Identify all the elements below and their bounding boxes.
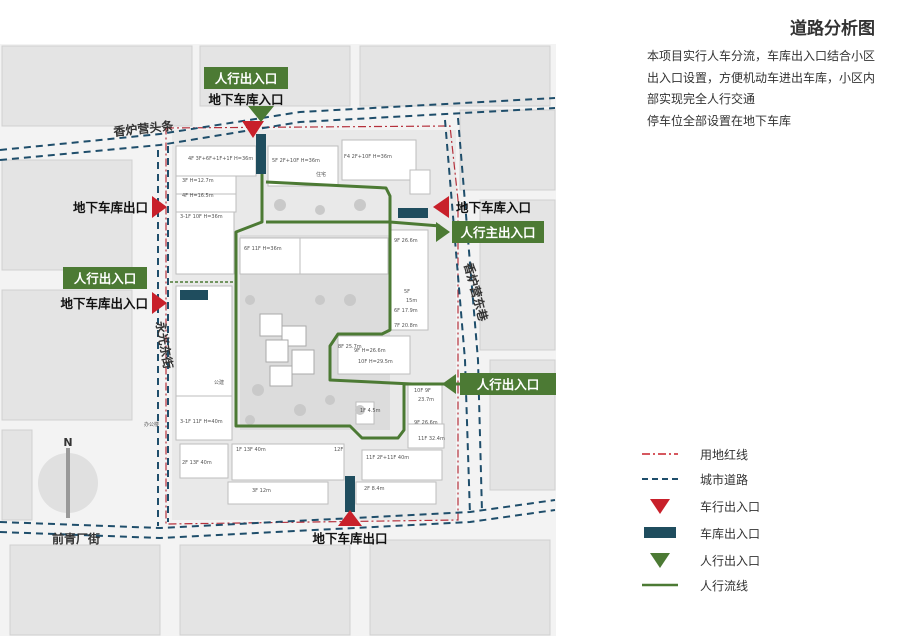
building-label: 15m [406, 298, 417, 304]
building-annotations: 4F 3F+6F+1F+1F H=36m 3F H=12.7m 4F H=16.… [144, 154, 445, 494]
legend-item-vehicle: 车行出入口 [640, 496, 840, 516]
pedestrian-entrance-markers [248, 106, 456, 394]
garage-entry-top-label: 地下车库入口 [208, 92, 283, 107]
compass: N [38, 436, 98, 518]
description-line: 停车位全部设置在地下车库 [647, 113, 792, 128]
boundary-line-icon [642, 453, 678, 455]
ped-left-label: 人行出入口 [74, 271, 137, 286]
description-line: 部实现完全人行交通 [647, 92, 756, 106]
building-label: 5F 2F+10F H=36m [272, 158, 320, 164]
compass-n: N [63, 436, 72, 449]
building-label: 2F 8.4m [364, 486, 385, 492]
building-label: 4F 3F+6F+1F+1F H=36m [188, 156, 253, 162]
building-label: F4 2F+10F H=36m [344, 154, 392, 160]
ped-main-right-label-box [452, 221, 544, 243]
city-roads [0, 97, 556, 540]
legend-item-pedestrian: 人行出入口 [640, 550, 840, 570]
legend-item-flow: 人行流线 [640, 575, 840, 595]
building-label: 12F [334, 447, 343, 453]
page-title: 道路分析图 [790, 19, 875, 39]
garage-ramps [180, 134, 428, 512]
building-label: 办公楼 [144, 421, 159, 428]
building-label: 2F 13F 40m [182, 460, 212, 466]
garage-io-left-label: 地下车库出入口 [60, 296, 148, 311]
building-label: 6F 17.9m [394, 308, 418, 314]
building-label: 3-1F 10F H=36m [180, 214, 223, 220]
vehicle-entrance-icon [650, 499, 670, 514]
legend-label: 车行出入口 [700, 500, 761, 514]
legend-label: 人行出入口 [700, 554, 761, 568]
description: 本项目实行人车分流，车库出入口结合小区 出入口设置，方便机动车进出车库，小区内 … [647, 46, 887, 132]
building-label: 公建 [214, 379, 224, 386]
legend-item-boundary: 用地红线 [640, 444, 840, 464]
building-label: 6F 11F H=36m [244, 246, 282, 252]
legend-item-road: 城市道路 [640, 469, 840, 489]
building-label: 3-1F 11F H=40m [180, 419, 223, 425]
vehicle-entrance-markers [152, 121, 449, 526]
legend-item-garage: 车库出入口 [640, 523, 840, 543]
building-label: 住宅 [316, 171, 326, 178]
trees [245, 199, 366, 425]
legend-label: 用地红线 [700, 448, 749, 462]
legend-label: 人行流线 [700, 579, 749, 593]
building-label: 9F 26.6m [414, 420, 438, 426]
building-label: 1F 4.5m [360, 408, 381, 414]
ped-left-label-box [63, 267, 147, 289]
building-label: 3F H=12.7m [182, 178, 214, 184]
building-label: 11F 32.4m [418, 436, 445, 442]
street-north: 香炉营头条 [112, 118, 175, 139]
description-line: 出入口设置，方便机动车进出车库，小区内 [647, 70, 876, 85]
garage-exit-bottom-label: 地下车库出口 [312, 531, 387, 546]
ped-right-label: 人行出入口 [477, 377, 540, 392]
legend-label: 车库出入口 [700, 527, 761, 541]
building-label: 3F 12m [252, 488, 271, 494]
city-road-icon [642, 478, 678, 480]
garage-entrance-icon [644, 527, 676, 538]
building-label: 9F 26.6m [394, 238, 418, 244]
legend-label: 城市道路 [700, 473, 749, 487]
building-label: 9F H=26.6m [354, 348, 386, 354]
building-label: 10F H=29.5m [358, 359, 393, 365]
site-plan-map: 人行出入口 地下车库入口 地下车库出口 人行出入口 地下车库出入口 地下车库入口… [0, 44, 556, 636]
ped-right-label-box [460, 373, 556, 395]
building-label: 7F 20.8m [394, 323, 418, 329]
building-label: 10F 9F [414, 388, 431, 394]
buildings [175, 139, 445, 505]
garage-entry-right-label: 地下车库入口 [456, 200, 531, 215]
street-south: 前青厂街 [52, 531, 100, 546]
building-label: 11F 2F+11F 40m [366, 455, 409, 461]
building-label: 4F H=16.5m [182, 193, 214, 199]
building-label: 5F [404, 289, 410, 295]
ped-top-label-box [204, 67, 288, 89]
pedestrian-flow-icon [642, 583, 678, 587]
ped-top-label: 人行出入口 [215, 71, 278, 86]
central-pavilion [259, 313, 315, 387]
building-label: 8F 25.7m [338, 344, 362, 350]
description-line: 本项目实行人车分流，车库出入口结合小区 [647, 49, 876, 63]
pedestrian-entrance-icon [650, 553, 670, 568]
ped-main-right-label: 人行主出入口 [460, 225, 535, 240]
building-label: 23.7m [418, 397, 434, 403]
site-boundary-line [165, 125, 459, 525]
building-label: 1F 13F 40m [236, 447, 266, 453]
garage-exit-left-label: 地下车库出口 [73, 200, 148, 215]
